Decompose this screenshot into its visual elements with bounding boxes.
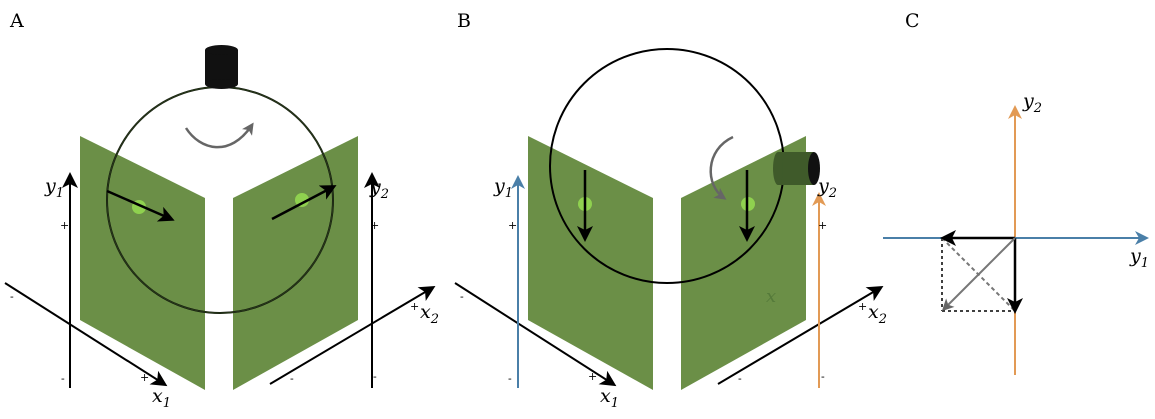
right-panel-dot [295,193,309,207]
x1-axis-label: x1 [600,385,619,411]
left-screen-panel [80,136,205,390]
panel-a: A - + x1 y1 + - - + x2 y2 + - [4,10,439,411]
panel-b: B - + x1 y1 + - - + x2 y2 + - [454,10,887,411]
y2-axis-label: y2 [817,175,837,201]
x2-minus-sign: - [290,372,294,385]
y2-plus-sign: + [818,219,827,232]
panel-a-label: A [9,10,24,32]
x2-minus-sign: - [738,372,742,385]
camera-icon [773,152,820,185]
y1-minus-sign: - [61,372,65,385]
x2-axis-label: x2 [420,301,439,327]
y1-plus-sign: + [508,219,517,232]
x1-plus-sign: + [588,370,597,383]
x1-axis [454,282,617,387]
x2-axis [269,285,436,385]
x2-plus-sign: + [410,300,419,313]
y2-plus-sign: + [370,219,379,232]
curved-arrow-icon [709,135,734,200]
right-screen-panel [233,136,358,390]
left-motion-arrow [106,189,175,222]
panel-c-label: C [905,10,920,32]
x1-plus-sign: + [140,371,149,384]
x1-minus-sign: - [460,290,464,303]
x1-axis-label: x1 [152,385,171,411]
x2-plus-sign: + [858,300,867,313]
x2-axis-label: x2 [868,301,887,327]
panel-c: C y2 y1 [883,10,1149,375]
resultant-arrow [941,237,1016,312]
right-motion-arrow [271,185,337,221]
x1-axis [4,282,168,387]
x-mark-label: x [766,286,776,307]
y1-minus-sign: - [508,372,512,385]
y2-axis-label: y2 [1022,90,1042,116]
x1-minus-sign: - [10,290,14,303]
y1-axis-label: y1 [1129,245,1149,271]
left-screen-panel [528,136,653,390]
y2-axis-label: y2 [369,176,389,202]
camera-icon [205,45,238,89]
y2-minus-sign: - [373,370,377,383]
right-screen-panel [681,136,806,390]
panel-b-label: B [457,10,471,32]
curved-arrow-icon [184,122,254,149]
y2-minus-sign: - [821,370,825,383]
y1-plus-sign: + [60,219,69,232]
x2-axis [717,285,884,385]
y1-axis-label: y1 [44,175,64,201]
y1-axis-label: y1 [493,175,513,201]
